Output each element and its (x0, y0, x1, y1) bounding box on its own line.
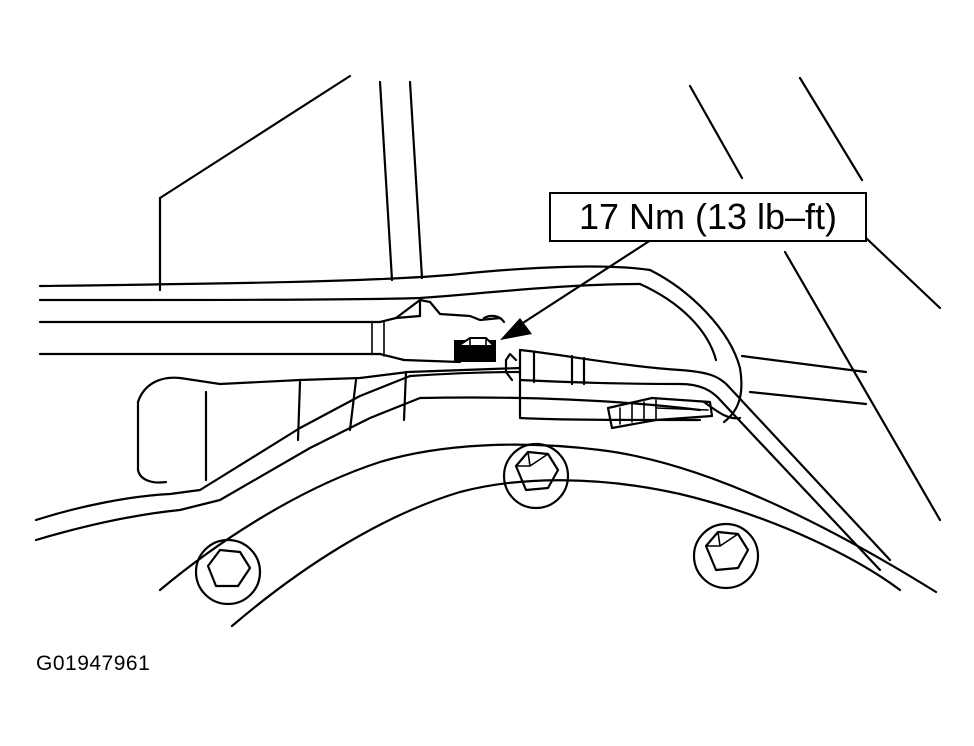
right-diagonal-edges (688, 76, 942, 522)
torque-spec-callout: 17 Nm (13 lb–ft) (549, 192, 867, 242)
housing-plug-left (194, 538, 262, 606)
pointer-arrow (500, 236, 656, 340)
upper-frame-panel (158, 74, 424, 292)
housing-bolt-right (692, 522, 760, 590)
tube-line (504, 348, 892, 572)
bracket-bolt (454, 337, 497, 362)
lower-housing (34, 366, 938, 628)
bracket (394, 298, 506, 364)
housing-bolt-top (502, 442, 570, 510)
figure-id-label: G01947961 (36, 652, 151, 675)
horizontal-lines (38, 265, 652, 362)
